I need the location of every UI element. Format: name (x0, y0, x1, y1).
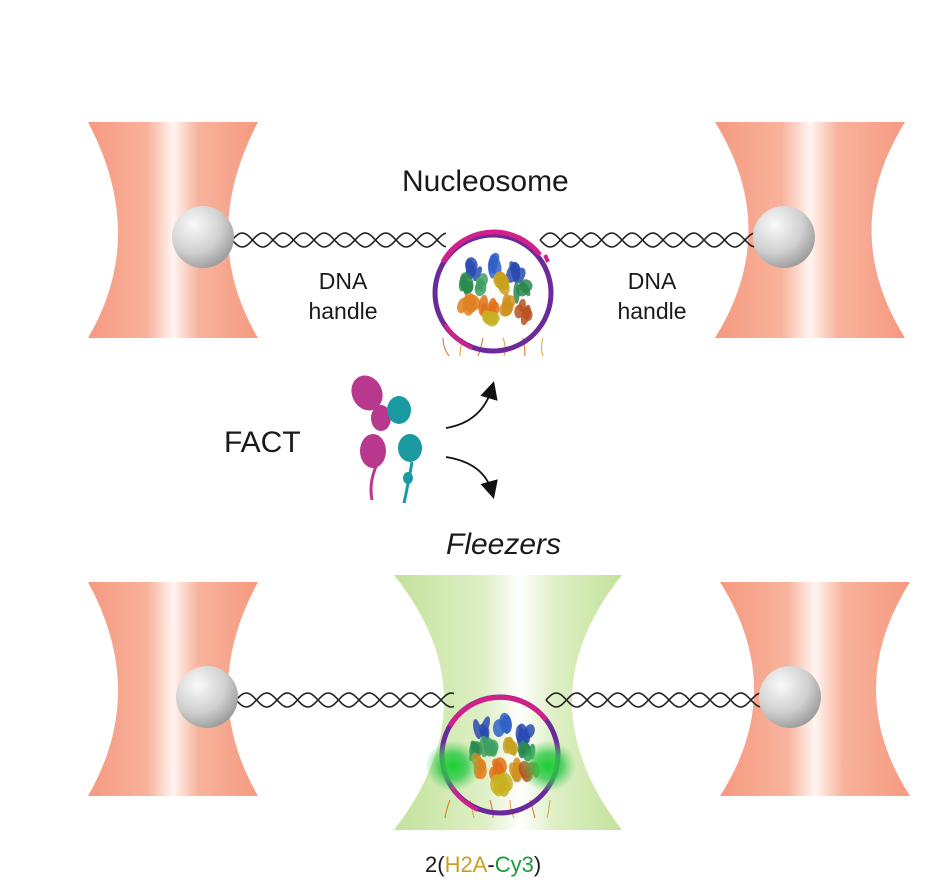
bead-top-right (753, 206, 815, 268)
label-suffix: ) (533, 852, 542, 877)
dna-handle-top-right (539, 232, 755, 248)
label-cy3: Cy3 (494, 852, 534, 877)
histone-helix (492, 758, 505, 777)
optical-trap-beam-bottom-left (88, 582, 258, 796)
histone-helix (520, 281, 531, 297)
histone-helix (463, 281, 474, 294)
histone-helix (518, 723, 531, 744)
histone-tail (502, 337, 506, 357)
label-h2a-prefix: 2( (425, 852, 445, 877)
cy3-fluorescence-spot-left (425, 740, 481, 792)
histone-tail (541, 337, 544, 357)
histone-helix (513, 282, 520, 304)
histone-tail (546, 799, 551, 819)
histone-helix (513, 267, 526, 284)
bead-top-left (172, 206, 234, 268)
histone-helix (474, 280, 487, 297)
histone-helix (479, 723, 489, 741)
label-dna-handle-left-line1: DNA (318, 268, 368, 294)
dna-handle-bottom-left (235, 692, 455, 708)
label-h2a: H2A (444, 852, 488, 877)
label-dna-handle-right: DNA handle (597, 266, 707, 326)
histone-helix (500, 715, 511, 728)
histone-helix (498, 776, 510, 797)
bead-bottom-right (759, 666, 821, 728)
histone-helix (507, 736, 517, 756)
label-h2a-cy3: 2(H2A-Cy3) (425, 852, 541, 878)
label-dna-handle-left: DNA handle (288, 266, 398, 326)
label-dna-handle-right-line2: handle (617, 298, 687, 324)
histone-tail (442, 337, 450, 357)
label-fleezers: Fleezers (446, 528, 562, 561)
histone-helix (482, 311, 497, 325)
dna-handle-top-left (231, 232, 447, 248)
bead-bottom-left (176, 666, 238, 728)
label-fact: FACT (224, 426, 301, 459)
histone-helix (483, 737, 495, 757)
histone-helix (489, 255, 502, 276)
arrow-to-fleezers (445, 456, 498, 499)
histone-helix (467, 294, 481, 310)
arrow-to-nucleosome (445, 381, 498, 429)
fact-complex (351, 375, 422, 504)
label-nucleosome: Nucleosome (402, 165, 569, 198)
histone-tail (469, 799, 475, 819)
label-dna-handle-left-line2: handle (308, 298, 378, 324)
histone-helix (496, 273, 510, 291)
histone-helix (465, 257, 478, 273)
histone-helix (473, 719, 482, 740)
label-dash: - (487, 852, 495, 877)
label-dna-handle-right-line1: DNA (627, 268, 677, 294)
cy3-fluorescence-spot-right (520, 740, 576, 792)
histone-helix (473, 266, 483, 282)
dna-handle-bottom-right (545, 692, 761, 708)
nucleosome-top (432, 229, 554, 357)
histone-helix (502, 293, 512, 315)
histone-tail (489, 799, 494, 819)
histone-helix (518, 298, 526, 312)
histone-tail (444, 799, 451, 819)
